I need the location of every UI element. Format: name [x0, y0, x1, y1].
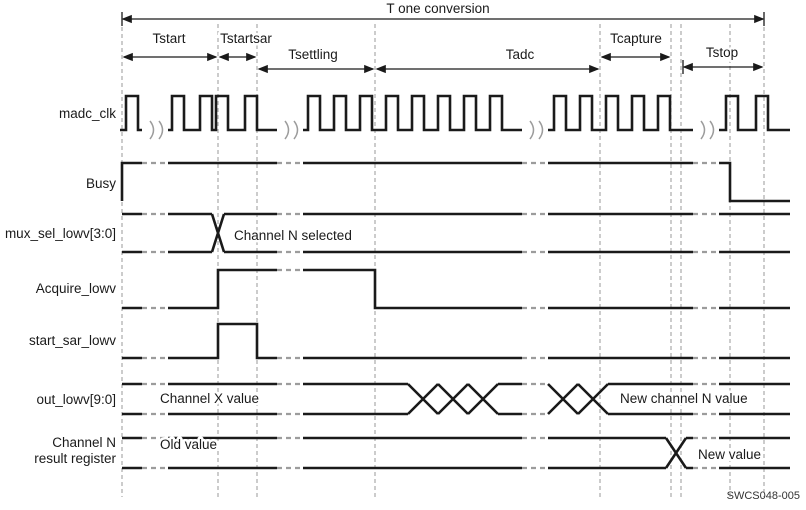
clock-break-squiggle-3: [529, 120, 544, 140]
new-value-text: New value: [698, 447, 761, 462]
result-register-waveform: [122, 436, 790, 470]
tsettling-label: Tsettling: [288, 47, 338, 62]
out-waveform: [122, 382, 790, 416]
acquire-break-dashes: [142, 268, 719, 310]
timing-annotations: T one conversion Tstart Tstartsar Tsettl…: [121, 0, 765, 74]
start-sar-label: start_sar_lowv: [29, 333, 116, 348]
acquire-label: Acquire_lowv: [36, 281, 117, 296]
madc-clk-waveform: [120, 94, 790, 132]
clock-break-squiggle-4: [700, 120, 715, 140]
channel-n-selected-text: Channel N selected: [234, 228, 352, 243]
clock-break-squiggle-1: [149, 120, 164, 140]
tstartsar-label: Tstartsar: [220, 31, 272, 46]
gridlines: [121, 13, 765, 497]
start-sar-waveform: [122, 322, 790, 360]
signal-labels: madc_clk Busy mux_sel_lowv[3:0] Acquire_…: [5, 106, 117, 466]
busy-label: Busy: [86, 176, 116, 191]
mux-sel-break-dashes: [142, 212, 719, 254]
tstart-label: Tstart: [152, 31, 185, 46]
result-register-label-line2: result register: [34, 451, 116, 466]
tstop-label: Tstop: [706, 45, 738, 60]
busy-waveform: [120, 161, 790, 203]
tadc-label: Tadc: [506, 47, 535, 62]
result-register-label-line1: Channel N: [52, 435, 116, 450]
old-value-text: Old value: [160, 437, 217, 452]
madc-clk-label: madc_clk: [59, 106, 116, 121]
document-id: SWCS048-005: [727, 490, 800, 502]
new-channel-n-value-text: New channel N value: [620, 391, 748, 406]
mux-sel-waveform: [122, 212, 790, 254]
tcapture-label: Tcapture: [610, 31, 662, 46]
clock-break-squiggle-2: [284, 120, 299, 140]
out-break-dashes: [142, 382, 719, 416]
acquire-waveform: [122, 268, 790, 310]
out-label: out_lowv[9:0]: [36, 392, 116, 407]
waveforms: [120, 94, 790, 470]
result-register-break-dashes: [142, 436, 719, 470]
t-one-conversion-label: T one conversion: [386, 1, 489, 16]
bus-value-annotations: Channel N selected Channel X value New c…: [158, 226, 764, 465]
mux-sel-label: mux_sel_lowv[3:0]: [5, 226, 116, 241]
channel-x-value-text: Channel X value: [160, 391, 259, 406]
time-break-marks: [142, 120, 719, 470]
